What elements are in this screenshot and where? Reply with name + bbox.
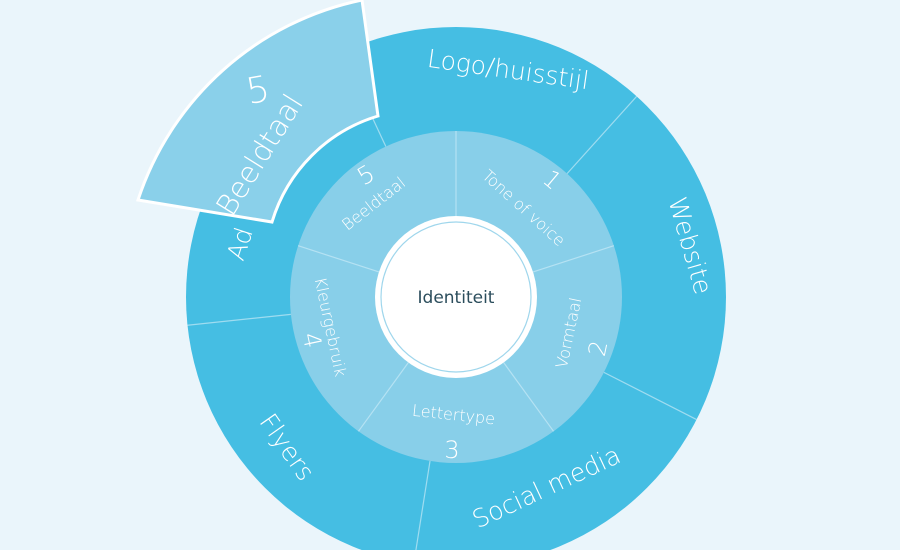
middle-segment-number-2: 2: [583, 338, 614, 359]
middle-divider: [503, 362, 555, 432]
middle-divider: [357, 362, 409, 432]
center-label: Identiteit: [418, 288, 495, 308]
middle-segment-number-4: 4: [297, 330, 328, 351]
center-circle: [375, 216, 537, 378]
outer-divider: [415, 460, 431, 550]
outer-divider: [566, 95, 638, 175]
outer-divider: [187, 313, 291, 326]
center-inner-ring: [380, 221, 532, 373]
highlighted-segment-shape[interactable]: [136, 0, 380, 224]
middle-divider: [297, 245, 380, 273]
middle-segment-number-3: 3: [444, 436, 459, 464]
outer-divider: [603, 371, 697, 421]
middle-divider: [532, 245, 615, 273]
